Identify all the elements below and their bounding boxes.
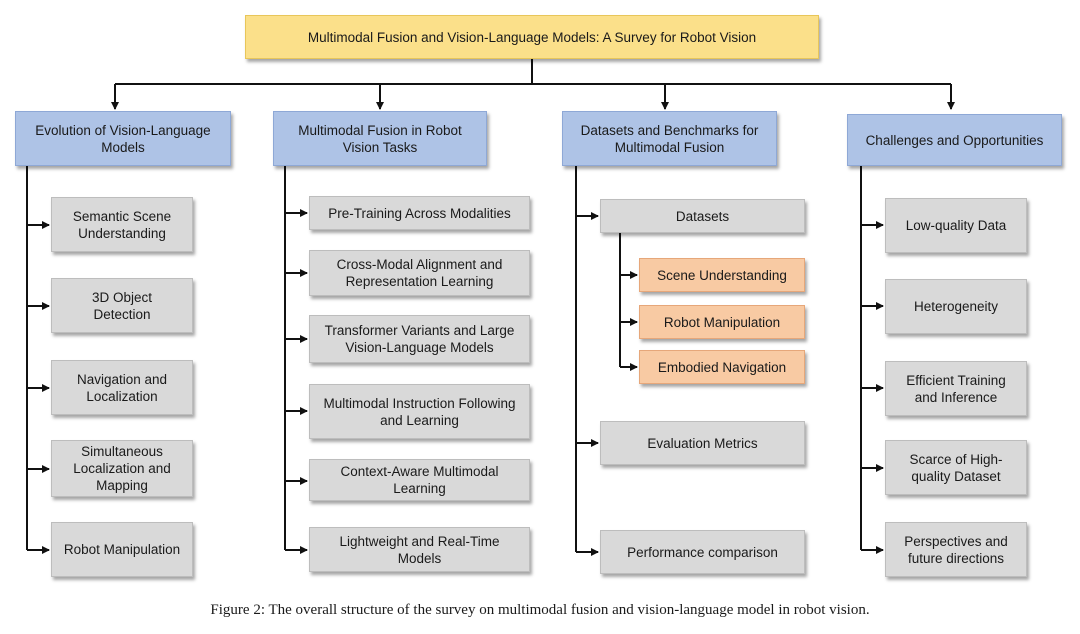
root-title-box: Multimodal Fusion and Vision-Language Mo… [245, 15, 819, 59]
item-perspectives-future-directions: Perspectives and future directions [885, 522, 1027, 577]
subitem-scene-understanding: Scene Understanding [639, 258, 805, 292]
item-datasets: Datasets [600, 199, 805, 233]
subitem-robot-manipulation: Robot Manipulation [639, 305, 805, 339]
item-transformer-variants: Transformer Variants and Large Vision-La… [309, 315, 530, 363]
item-efficient-training-inference: Efficient Training and Inference [885, 361, 1027, 416]
item-robot-manipulation: Robot Manipulation [51, 522, 193, 577]
item-performance-comparison: Performance comparison [600, 530, 805, 574]
item-slam: Simultaneous Localization and Mapping [51, 440, 193, 497]
subitem-embodied-navigation: Embodied Navigation [639, 350, 805, 384]
item-instruction-following: Multimodal Instruction Following and Lea… [309, 384, 530, 439]
category-multimodal-fusion: Multimodal Fusion in Robot Vision Tasks [273, 111, 487, 166]
item-context-aware-learning: Context-Aware Multimodal Learning [309, 459, 530, 501]
item-scarce-high-quality-dataset: Scarce of High- quality Dataset [885, 440, 1027, 495]
item-pre-training: Pre-Training Across Modalities [309, 196, 530, 230]
item-lightweight-real-time: Lightweight and Real-Time Models [309, 527, 530, 572]
item-low-quality-data: Low-quality Data [885, 198, 1027, 253]
figure-caption: Figure 2: The overall structure of the s… [210, 602, 870, 618]
item-heterogeneity: Heterogeneity [885, 279, 1027, 334]
category-datasets-benchmarks: Datasets and Benchmarks for Multimodal F… [562, 111, 777, 166]
item-navigation-localization: Navigation and Localization [51, 360, 193, 415]
item-semantic-scene-understanding: Semantic Scene Understanding [51, 197, 193, 252]
item-evaluation-metrics: Evaluation Metrics [600, 421, 805, 465]
item-cross-modal-alignment: Cross-Modal Alignment and Representation… [309, 250, 530, 296]
category-challenges-opportunities: Challenges and Opportunities [847, 114, 1062, 166]
category-evolution-vlm: Evolution of Vision-Language Models [15, 111, 231, 166]
item-3d-object-detection: 3D Object Detection [51, 278, 193, 333]
